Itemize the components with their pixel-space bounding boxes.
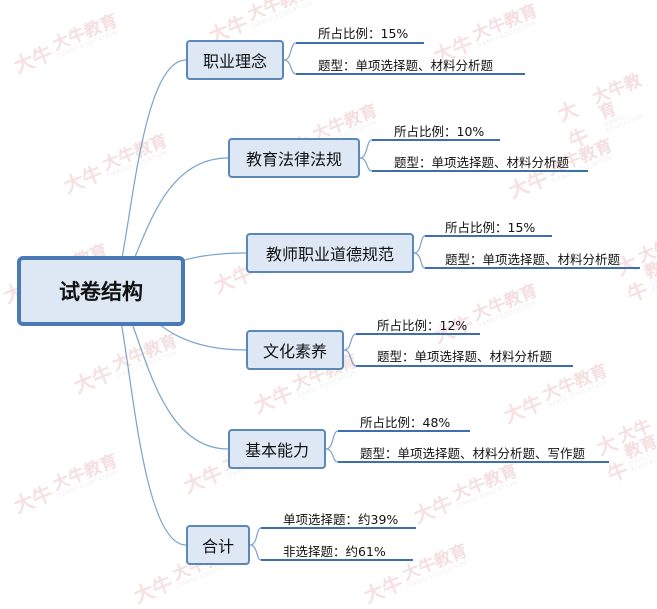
branch-node-zhiye-linian: 职业理念 [186, 40, 284, 80]
leaf-connector [249, 544, 262, 561]
branch-label: 职业理念 [202, 52, 267, 71]
leaf-connector [359, 139, 373, 159]
leaf-connector [283, 59, 297, 75]
leaf-connector [325, 448, 339, 463]
branch-label: 合计 [201, 537, 234, 556]
leaf-text: 题型：单项选择题、材料分析题 [377, 349, 553, 364]
branch-label: 教师职业道德规范 [265, 245, 394, 264]
leaf-connector [283, 42, 297, 61]
leaf-text: 题型：单项选择题、材料分析题 [318, 58, 494, 73]
leaf-text: 所占比例：48% [360, 415, 451, 430]
leaf-text: 所占比例：12% [377, 318, 468, 333]
branch-node-shide-guifan: 教师职业道德规范 [246, 233, 414, 273]
leaf-connector [249, 527, 262, 546]
branch-node-jiben-nengli: 基本能力 [228, 429, 326, 469]
leaf-connector [343, 349, 357, 367]
leaf-text: 单项选择题：约39% [283, 512, 399, 527]
leaf-text: 题型：单项选择题、材料分析题、写作题 [360, 446, 586, 461]
leaf-text: 所占比例：10% [394, 124, 485, 139]
branch-label: 教育法律法规 [245, 150, 342, 169]
leaf-connector [343, 333, 357, 351]
leaf-text: 题型：单项选择题、材料分析题 [394, 155, 570, 170]
branch-label: 基本能力 [244, 441, 309, 460]
leaf-connector [413, 252, 426, 269]
leaf-text: 所占比例：15% [318, 26, 409, 41]
root-node: 试卷结构 [17, 256, 185, 326]
branch-node-jiaoyu-falv: 教育法律法规 [228, 138, 360, 178]
leaf-connector [325, 430, 339, 450]
branch-node-heji: 合计 [186, 525, 250, 565]
leaf-text: 非选择题：约61% [283, 544, 386, 559]
root-connector [109, 290, 187, 546]
branch-node-wenhua-suyang: 文化素养 [246, 330, 344, 370]
branch-label: 文化素养 [262, 342, 327, 361]
leaf-text: 题型：单项选择题、材料分析题 [445, 252, 621, 267]
root-label: 试卷结构 [59, 280, 143, 304]
leaf-connector [413, 235, 426, 254]
leaf-connector [359, 157, 373, 172]
leaf-text: 所占比例：15% [445, 220, 536, 235]
